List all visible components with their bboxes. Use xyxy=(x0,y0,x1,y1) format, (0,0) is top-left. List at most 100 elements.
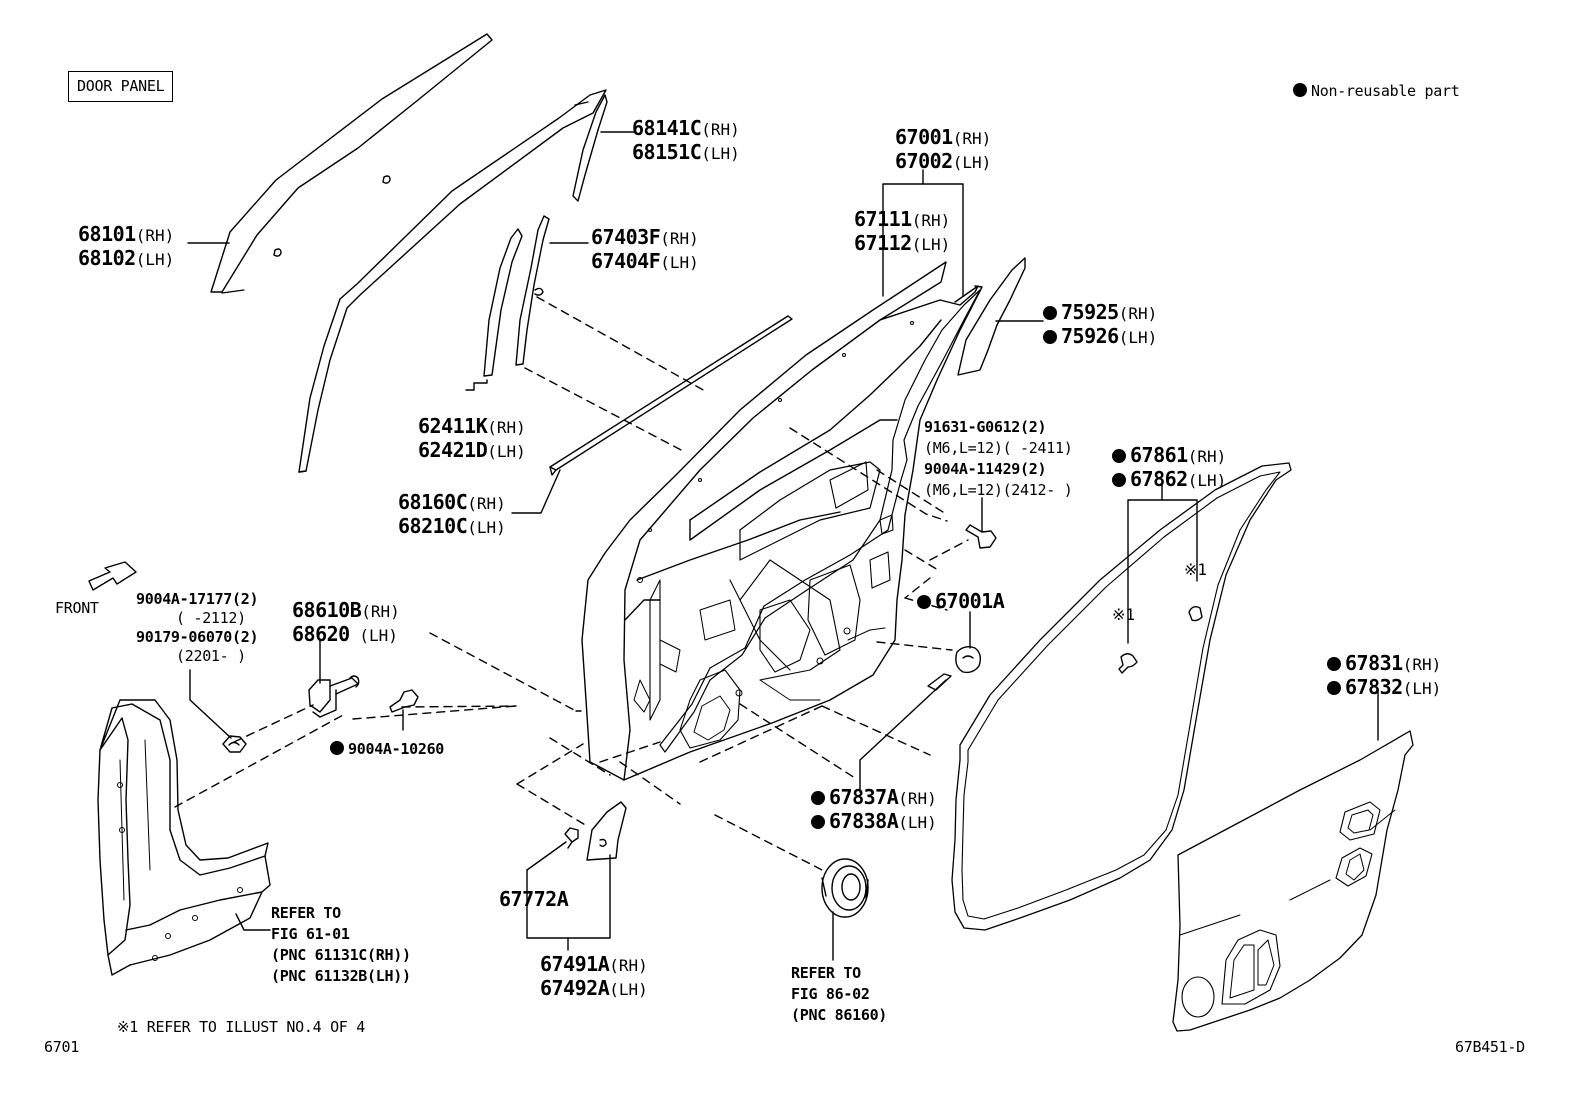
non-reusable-dot-icon xyxy=(1043,306,1057,320)
part-label-67772a[interactable]: 67772A xyxy=(499,887,569,911)
side-lh: (LH) xyxy=(660,253,699,272)
part-label-67001[interactable]: 67001(RH) 67002(LH) xyxy=(895,125,991,173)
side-rh: (RH) xyxy=(467,494,506,513)
rear-channel-illustration xyxy=(483,228,523,377)
part-label-68101[interactable]: 68101(RH) 68102(LH) xyxy=(78,222,174,270)
part-label-68610b[interactable]: 68610B(RH) 68620 (LH) xyxy=(292,598,400,646)
side-rh: (RH) xyxy=(1402,655,1442,674)
side-lh: (LH) xyxy=(1187,471,1227,490)
non-reusable-dot-icon xyxy=(1112,449,1126,463)
part-label-91631[interactable]: 91631-G0612(2) (M6,L=12)( -2411) 9004A-1… xyxy=(924,417,1073,501)
door-glass-illustration xyxy=(210,33,493,294)
part-label-62411k[interactable]: 62411K(RH) 62421D(LH) xyxy=(418,414,526,462)
part-number-lh: 67862 xyxy=(1130,467,1188,491)
side-rh: (RH) xyxy=(1118,304,1158,323)
side-rh: (RH) xyxy=(701,120,740,139)
part-number-alt: 90179-06070(2) xyxy=(136,628,259,646)
footer-figure-number: 6701 xyxy=(44,1038,79,1056)
leader-62411 xyxy=(465,379,488,391)
front-label: FRONT xyxy=(55,599,99,617)
legend: Non-reusable part xyxy=(1293,82,1460,100)
part-label-67837a[interactable]: 67837A(RH) 67838A(LH) xyxy=(811,785,937,833)
illustration-reference-note: ※1 REFER TO ILLUST NO.4 OF 4 xyxy=(117,1018,365,1036)
part-number-rh: 67837A xyxy=(829,785,899,809)
part-number-lh: 67832 xyxy=(1345,675,1403,699)
part-label-9004a-17177[interactable]: 9004A-17177(2) ( -2112) 90179-06070(2) (… xyxy=(136,590,259,666)
part-number: 67001A xyxy=(935,589,1005,613)
side-lh: (LH) xyxy=(349,626,398,645)
refer-note-fig-86-02[interactable]: REFER TO FIG 86-02 (PNC 86160) xyxy=(791,964,888,1024)
leader-refer61 xyxy=(235,913,271,931)
side-rh: (RH) xyxy=(952,129,992,148)
non-reusable-dot-icon xyxy=(811,791,825,805)
leader-67772 xyxy=(526,841,567,871)
clip-a-illustration xyxy=(1118,653,1138,674)
body-pillar-illustration xyxy=(97,699,271,976)
small-seal-illustration xyxy=(927,673,952,691)
non-reusable-dot-icon xyxy=(1327,681,1341,695)
part-number-lh: 68620 xyxy=(292,622,350,646)
leader-68160 xyxy=(511,469,561,514)
trim-clip-illustration xyxy=(564,827,579,849)
side-lh: (LH) xyxy=(952,153,992,172)
part-label-68141c[interactable]: 68141C(RH) 68151C(LH) xyxy=(632,116,740,164)
part-spec: ( -2112) xyxy=(176,609,246,627)
side-rh: (RH) xyxy=(898,789,937,808)
part-number: 67772A xyxy=(499,887,569,911)
part-label-68160c[interactable]: 68160C(RH) 68210C(LH) xyxy=(398,490,506,538)
part-number-lh: 62421D xyxy=(418,438,488,462)
part-number-rh: 68101 xyxy=(78,222,136,246)
part-number-lh: 67112 xyxy=(854,231,912,255)
side-rh: (RH) xyxy=(487,418,526,437)
assembly-dash-lines xyxy=(174,296,969,873)
grommet-illustration xyxy=(955,645,982,674)
part-number-lh: 67492A xyxy=(540,976,610,1000)
glass-run-outer-illustration xyxy=(298,89,607,473)
door-panel-illustration xyxy=(581,261,983,781)
part-label-75925[interactable]: 75925(RH) 75926(LH) xyxy=(1043,300,1157,348)
side-lh: (LH) xyxy=(701,144,740,163)
nut-illustration xyxy=(222,735,247,753)
part-number: 91631-G0612(2) xyxy=(924,418,1047,436)
clip-b-illustration xyxy=(1188,605,1203,622)
part-number-rh: 67491A xyxy=(540,952,610,976)
non-reusable-dot-icon xyxy=(1293,83,1307,97)
part-label-67861[interactable]: 67861(RH) 67862(LH) xyxy=(1112,443,1226,491)
leader-nut xyxy=(189,669,232,739)
non-reusable-dot-icon xyxy=(811,815,825,829)
part-number-lh: 67404F xyxy=(591,249,661,273)
refer-note-fig-61-01[interactable]: REFER TO FIG 61-01 (PNC 61131C(RH)) (PNC… xyxy=(271,904,411,985)
part-number: 9004A-17177(2) xyxy=(136,590,259,608)
ref-mark-a: ※1 xyxy=(1184,560,1208,579)
door-check-illustration xyxy=(308,675,360,718)
part-number-alt: 9004A-11429(2) xyxy=(924,460,1047,478)
bolt-illustration xyxy=(965,524,997,549)
part-number-rh: 68610B xyxy=(292,598,362,622)
belt-molding-illustration xyxy=(549,315,793,476)
part-number-lh: 75926 xyxy=(1061,324,1119,348)
part-label-67491a[interactable]: 67491A(RH) 67492A(LH) xyxy=(540,952,648,1000)
footer-illustration-id: 67B451-D xyxy=(1455,1038,1525,1056)
weatherstrip-illustration xyxy=(951,462,1292,931)
side-lh: (LH) xyxy=(467,518,506,537)
side-rh: (RH) xyxy=(135,226,175,245)
part-label-67111[interactable]: 67111(RH) 67112(LH) xyxy=(854,207,950,255)
part-number-lh: 68210C xyxy=(398,514,468,538)
part-number: 9004A-10260 xyxy=(348,740,445,758)
part-number-rh: 67403F xyxy=(591,225,661,249)
speaker-illustration xyxy=(821,858,869,918)
part-label-9004a-10260[interactable]: 9004A-10260 xyxy=(330,739,444,758)
part-label-67403f[interactable]: 67403F(RH) 67404F(LH) xyxy=(591,225,699,273)
part-number-rh: 62411K xyxy=(418,414,488,438)
part-label-67001a[interactable]: 67001A xyxy=(917,589,1005,613)
part-number-rh: 67861 xyxy=(1130,443,1188,467)
check-bolt-illustration xyxy=(389,689,419,713)
part-number-lh: 67002 xyxy=(895,149,953,173)
side-lh: (LH) xyxy=(911,235,951,254)
diagram-title-box: DOOR PANEL xyxy=(68,71,174,102)
side-rh: (RH) xyxy=(911,211,951,230)
part-label-67831[interactable]: 67831(RH) 67832(LH) xyxy=(1327,651,1441,699)
side-lh: (LH) xyxy=(898,813,937,832)
ref-mark-b: ※1 xyxy=(1112,605,1136,624)
